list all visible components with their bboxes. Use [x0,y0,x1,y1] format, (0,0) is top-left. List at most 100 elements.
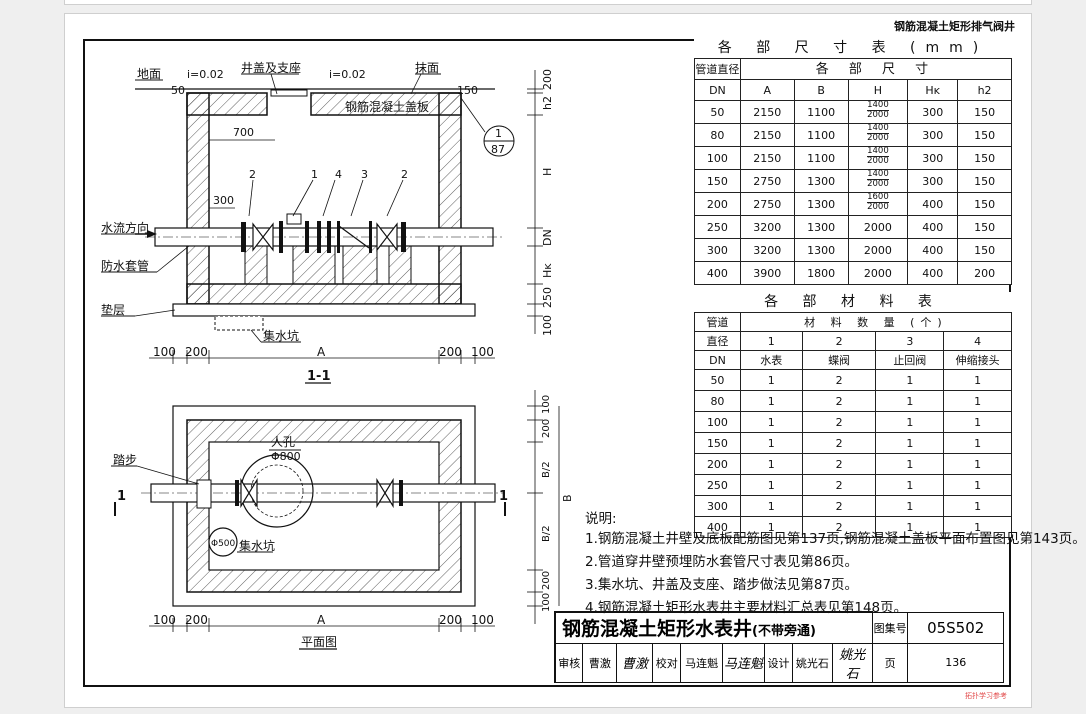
mat-dn: 200 [694,453,741,475]
dims-h-top: 1400 [867,169,889,180]
mat-h-pipe1: 管道 [694,312,741,332]
drawing-title-sub: (不带旁通) [752,624,816,640]
mat-val: 1 [739,390,803,412]
butterfly-valve-left [252,222,274,252]
notes: 说明: 1.钢筋混凝土井壁及底板配筋图见第137页,钢筋混凝土盖板平面布置图见第… [585,510,1086,620]
plan-dim-100-top: 100 [541,395,552,414]
previous-page-edge [64,0,1032,5]
mat-name: 止回阀 [875,350,945,370]
check-name: 马连魁 [680,642,724,683]
dims-col-a: A [739,79,795,101]
section-label: 1-1 [307,369,331,384]
cover-support-label: 井盖及支座 [241,60,301,75]
dims-h2: 150 [957,169,1012,193]
support-4 [388,245,412,285]
check-valve [338,225,370,249]
dim-700: 700 [233,126,254,139]
mat-val: 1 [739,369,803,391]
mat-dn: 150 [694,432,741,454]
slope-right: i=0.02 [329,68,366,81]
mat-num: 3 [875,331,945,351]
sleeve-label: 防水套管 [101,258,149,273]
drawing-sheet: 钢筋混凝土矩形排气阀井 [64,13,1086,708]
dim-250-v: 250 [541,287,554,308]
mat-dn: 250 [694,474,741,496]
dims-b: 1300 [793,238,849,262]
dims-hk: 400 [907,215,959,239]
plan-dim-A: A [317,613,326,627]
sump-dia: Φ500 [211,539,236,549]
mat-val: 1 [739,411,803,433]
plan-dim-100-right: 100 [471,613,494,627]
water-meter-head [286,213,302,225]
base-slab [186,283,462,305]
dim-100-left: 100 [153,345,176,359]
mat-val: 1 [875,432,945,454]
mat-val: 1 [739,516,803,538]
watermark: 拓扑学习参考 [965,692,1007,700]
drawing-title: 钢筋混凝土矩形水表井(不带旁通) [553,611,873,644]
dims-b: 1300 [793,169,849,193]
dims-h2: 150 [957,192,1012,216]
dims-h2: 150 [957,123,1012,147]
review-signature: 曹激 [616,642,654,683]
mat-name: 伸缩接头 [943,350,1012,370]
dim-50: 50 [171,84,185,97]
plan-dim-200-left: 200 [185,613,208,627]
dims-dn: 50 [694,100,741,124]
dims-b: 1100 [793,100,849,124]
plan-sump [208,527,238,557]
dimensions-table: 各 部 尺 寸 表 (mm) 管道直径 各 部 尺 寸 DN A B H Hĸ … [694,38,1013,285]
title-block: 钢筋混凝土矩形水表井(不带旁通) 图集号 05S502 审核 曹激 曹激 校对 … [553,611,1004,683]
callout-num-1: 2 [249,168,256,181]
drawing-canvas: 2 1 4 3 2 地面 i=0.02 i=0.02 井盖及支座 抹面 钢筋混凝… [101,60,574,650]
dims-a: 2150 [739,146,795,170]
dims-h-top: 1400 [867,100,889,111]
materials-table: 各 部 材 料 表 管道 材 料 数 量 (个) 直径 1 2 3 4 DN 水… [694,292,1013,538]
dims-h-bottom: 2000 [867,179,889,189]
cover-slab-label: 钢筋混凝土盖板 [345,99,429,114]
mat-val: 1 [739,474,803,496]
plan-dim-b2-bottom: B/2 [541,525,552,542]
mat-val: 1 [739,432,803,454]
design-name: 姚光石 [791,642,833,683]
notes-title: 说明: [585,511,617,527]
mat-val: 1 [943,453,1012,475]
dims-dn: 250 [694,215,741,239]
mat-val: 1 [943,474,1012,496]
manhole-label: 人孔 [271,435,295,449]
dims-col-b: B [793,79,849,101]
mat-val: 1 [875,453,945,475]
plan-label: 平面图 [301,635,337,649]
dims-h2: 150 [957,146,1012,170]
dims-h-dn: DN [694,79,741,101]
dims-h-pipe: 管道直径 [694,58,741,80]
mat-dn: 50 [694,369,741,391]
sheet-corner-title: 钢筋混凝土矩形排气阀井 [894,20,1015,33]
callout-num-3: 4 [335,168,342,181]
mat-val: 1 [943,390,1012,412]
dims-hk: 300 [907,100,959,124]
plan-sump-label: 集水坑 [239,538,275,553]
dims-hk: 400 [907,192,959,216]
detail-callout-bottom: 87 [491,143,505,156]
dims-h-top: 1400 [867,146,889,157]
dim-300: 300 [213,194,234,207]
dims-h-top: 1600 [867,192,889,203]
mat-val: 2 [801,390,877,412]
mat-val: 2 [801,453,877,475]
dims-h-group: 各 部 尺 寸 [739,58,1013,80]
mat-val: 1 [943,516,1012,538]
page-label: 页 [871,642,909,683]
mat-num: 2 [801,331,877,351]
dims-h2: 150 [957,100,1012,124]
plan-dim-B: B [561,494,574,502]
dim-100-v: 100 [541,315,554,336]
dims-h2: 200 [957,261,1012,285]
dim-Hk-v: Hĸ [541,263,554,278]
